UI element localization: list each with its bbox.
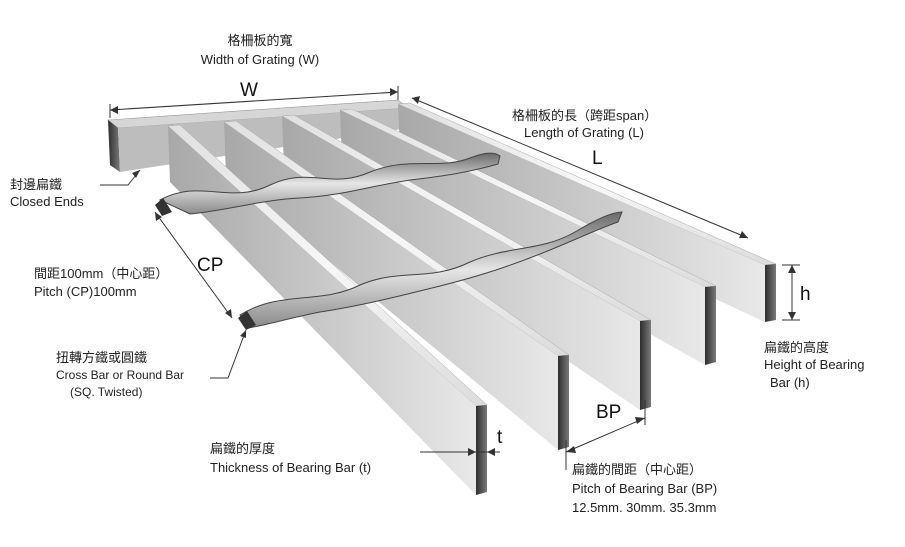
thickness-label-zh: 扁鐵的厚度	[210, 441, 276, 456]
width-label-en: Width of Grating (W)	[200, 52, 320, 67]
height-label-en: Height of Bearing	[764, 357, 865, 372]
length-symbol: L	[592, 148, 603, 169]
height-label-zh: 扁鐵的高度	[764, 340, 830, 355]
length-dimension-line	[411, 97, 749, 239]
cross-bar-label-zh: 扭轉方鐵或圓鐵	[56, 350, 148, 365]
closed-ends-label-zh: 封邊扁鐵	[10, 177, 63, 192]
thickness-label-en: Thickness of Bearing Bar (t)	[210, 460, 372, 475]
height-symbol: h	[800, 284, 811, 305]
cross-bar-label-en: Cross Bar or Round Bar	[56, 368, 185, 382]
bp-symbol: BP	[596, 402, 622, 423]
bp-dimension-line	[565, 417, 646, 453]
pitch-cp-symbol: CP	[197, 255, 224, 276]
width-symbol: W	[240, 80, 258, 101]
length-label-zh: 格柵板的長（跨距span）	[512, 108, 658, 123]
bp-values: 12.5mm. 30mm. 35.3mm	[572, 500, 717, 515]
thickness-symbol: t	[497, 427, 503, 448]
pitch-cp-dimension-line	[154, 211, 233, 319]
cross-bar-twisted-back	[155, 152, 501, 216]
cross-bar-label-en-2: (SQ. Twisted)	[70, 385, 143, 399]
pitch-label-zh: 間距100mm（中心距）	[34, 266, 169, 281]
length-label-en: Length of Grating (L)	[524, 125, 644, 140]
cross-bar-leader	[210, 329, 247, 379]
bearing-bar-3	[281, 114, 652, 410]
width-label-zh: 格柵板的寬	[227, 33, 293, 48]
cross-bar-twisted-front	[238, 211, 623, 330]
width-dimension-line	[109, 91, 399, 111]
pitch-label-en: Pitch (CP)100mm	[34, 284, 137, 299]
bp-label-en: Pitch of Bearing Bar (BP)	[572, 481, 718, 496]
height-label-en-2: Bar (h)	[770, 375, 810, 390]
bp-label-zh: 扁鐵的間距（中心距）	[572, 462, 703, 477]
closed-ends-label-en: Closed Ends	[10, 194, 84, 209]
